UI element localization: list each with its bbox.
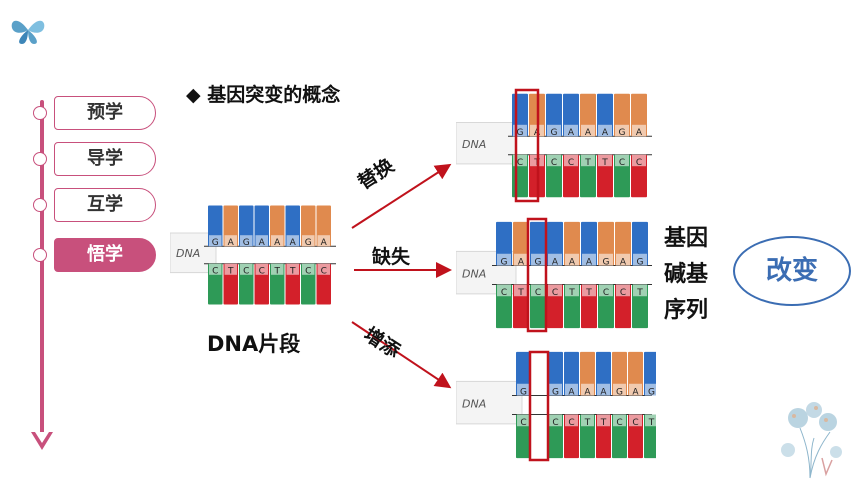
svg-text:A: A (228, 238, 235, 248)
svg-text:T: T (227, 267, 234, 277)
svg-text:T: T (584, 418, 591, 428)
svg-text:C: C (632, 418, 638, 428)
svg-text:C: C (603, 288, 609, 298)
svg-text:C: C (616, 418, 622, 428)
svg-text:C: C (520, 418, 526, 428)
svg-text:G: G (619, 128, 626, 138)
dna-fragment-original: DNA G C A T G C A C A T A T G C A C (170, 205, 336, 305)
svg-text:C: C (212, 267, 218, 277)
svg-text:A: A (636, 128, 643, 138)
svg-text:A: A (620, 257, 627, 267)
svg-text:T: T (274, 267, 281, 277)
svg-text:G: G (243, 238, 250, 248)
timeline-node (33, 198, 47, 212)
arrow-substitution-icon (351, 163, 452, 229)
svg-text:C: C (619, 158, 625, 168)
mutation-highlight-box (526, 217, 548, 333)
svg-text:A: A (552, 257, 559, 267)
svg-text:A: A (632, 387, 639, 397)
section-title: ◆ 基因突变的概念 (186, 84, 341, 106)
result-line-3: 序列 (664, 298, 709, 323)
paper-card (456, 122, 517, 165)
svg-text:T: T (584, 158, 591, 168)
mutation-highlight-box (514, 88, 540, 203)
svg-text:A: A (321, 238, 328, 248)
svg-text:G: G (637, 257, 644, 267)
svg-text:A: A (568, 387, 575, 397)
svg-text:C: C (259, 267, 265, 277)
svg-text:A: A (568, 128, 575, 138)
svg-text:C: C (243, 267, 249, 277)
strip-dna-label: DNA (462, 397, 486, 410)
svg-text:A: A (518, 257, 525, 267)
svg-text:A: A (600, 387, 607, 397)
svg-text:G: G (603, 257, 610, 267)
svg-text:G: G (551, 128, 558, 138)
svg-text:G: G (535, 257, 542, 267)
svg-text:A: A (584, 387, 591, 397)
strip-dna-label: DNA (462, 138, 486, 151)
svg-text:T: T (636, 288, 643, 298)
result-line-2: 碱基 (664, 262, 709, 287)
svg-text:A: A (569, 257, 576, 267)
timeline-rail (40, 100, 44, 438)
flower-decoration (781, 402, 842, 479)
result-line-1: 基因 (664, 226, 709, 251)
svg-text:G: G (648, 387, 655, 397)
paper-card (456, 380, 523, 425)
svg-text:T: T (517, 288, 524, 298)
svg-text:A: A (274, 238, 281, 248)
svg-text:G: G (520, 387, 527, 397)
nav-tab-insight[interactable]: 悟学 (54, 238, 156, 272)
svg-text:T: T (601, 158, 608, 168)
nav-tab-preview[interactable]: 预学 (54, 96, 156, 130)
svg-text:C: C (501, 288, 507, 298)
butterfly-icon (11, 20, 45, 44)
svg-text:A: A (586, 257, 593, 267)
svg-text:G: G (552, 387, 559, 397)
svg-text:G: G (616, 387, 623, 397)
dna-fragment-deletion: DNA G C A T G C A C A T A T G C A C G T (456, 217, 652, 333)
svg-text:C: C (568, 418, 574, 428)
svg-text:C: C (535, 288, 541, 298)
svg-text:G: G (212, 238, 219, 248)
strip-dna-label: DNA (462, 267, 486, 280)
svg-text:A: A (259, 238, 266, 248)
svg-text:G: G (517, 128, 524, 138)
nav-tab-guided[interactable]: 导学 (54, 142, 156, 176)
svg-text:T: T (289, 267, 296, 277)
svg-text:A: A (585, 128, 592, 138)
svg-text:C: C (321, 267, 327, 277)
timeline-node (33, 248, 47, 262)
svg-text:G: G (501, 257, 508, 267)
strip-dna-label: DNA (176, 247, 200, 260)
svg-text:T: T (600, 418, 607, 428)
svg-text:C: C (552, 418, 558, 428)
svg-text:C: C (552, 288, 558, 298)
svg-text:C: C (517, 158, 523, 168)
arrow-insertion-icon (351, 321, 452, 389)
nav-tab-mutual[interactable]: 互学 (54, 188, 156, 222)
svg-text:G: G (305, 238, 312, 248)
svg-text:C: C (620, 288, 626, 298)
svg-text:C: C (305, 267, 311, 277)
svg-text:C: C (568, 158, 574, 168)
svg-text:C: C (551, 158, 557, 168)
timeline-node (33, 106, 47, 120)
timeline-node (33, 152, 47, 166)
mutation-arrows (351, 163, 452, 389)
svg-text:T: T (568, 288, 575, 298)
label-deletion: 缺失 (372, 246, 411, 268)
change-oval: 改变 (733, 236, 851, 306)
dna-fragment-insertion: DNA G C G C A C A T A T G C A C G T (456, 350, 656, 462)
svg-text:C: C (636, 158, 642, 168)
svg-text:T: T (648, 418, 655, 428)
dna-fragment-label: DNA片段 (207, 332, 301, 356)
svg-text:A: A (290, 238, 297, 248)
svg-text:T: T (585, 288, 592, 298)
svg-text:A: A (602, 128, 609, 138)
mutation-highlight-box (528, 350, 550, 462)
